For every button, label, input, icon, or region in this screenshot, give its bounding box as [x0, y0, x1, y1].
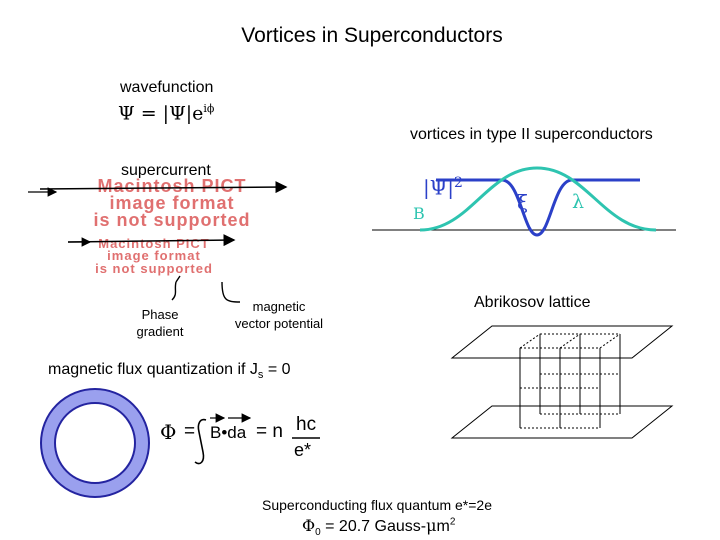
vector-potential-hook	[221, 281, 241, 303]
psi-squared-exponent: 2	[454, 175, 463, 191]
flux-equals-1: =	[184, 421, 196, 442]
flux-quantum-value: Φ0 = 20.7 Gauss-μm2	[302, 516, 455, 538]
flux-ring-hole	[54, 402, 136, 484]
phi0-value: = 20.7 Gauss-	[320, 518, 427, 535]
flux-quantization-tail: = 0	[263, 361, 291, 378]
vector-potential-label: magnetic vector potential	[224, 298, 334, 332]
page-title: Vortices in Superconductors	[241, 24, 503, 47]
flux-phi-symbol: Φ	[160, 420, 177, 444]
phi0-mu: μ	[426, 516, 437, 535]
b-field-label: B	[413, 204, 425, 223]
supercurrent-arrow	[39, 181, 288, 194]
phi0-unit: m	[436, 518, 450, 535]
flux-equals-n: = n	[256, 421, 283, 442]
flux-quantization-sub: s	[257, 369, 264, 382]
flux-quantization-text: magnetic flux quantization if J	[48, 361, 258, 378]
pict-1-line-2: image format	[109, 193, 235, 214]
pict-1-line-1: Macintosh PICT	[97, 176, 247, 196]
pict-placeholder-1: Macintosh PICT image format is not suppo…	[48, 176, 296, 231]
flux-quantum-label: Superconducting flux quantum e*=2e	[262, 497, 492, 513]
wavefunction-equation: Ψ = |Ψ|eiϕ	[118, 102, 214, 124]
vector-potential-line-1: magnetic	[252, 299, 306, 314]
integral-sign	[194, 418, 207, 465]
pict-2-line-2: image format	[107, 248, 201, 264]
phi0-exponent: 2	[449, 516, 456, 528]
wavefunction-eq-exponent: iϕ	[203, 102, 215, 115]
vector-arrow	[67, 234, 236, 247]
vortices-label: vortices in type II superconductors	[410, 126, 653, 143]
pict-1-line-3: is not supported	[93, 210, 251, 231]
phase-gradient-label: Phase gradient	[130, 306, 190, 340]
flux-quantization-label: magnetic flux quantization if Js = 0	[48, 361, 291, 381]
flux-denominator: e*	[294, 440, 312, 460]
phase-gradient-hook	[171, 275, 181, 301]
wavefunction-label: wavefunction	[120, 79, 214, 96]
flux-integrand: B•da	[210, 423, 247, 442]
lattice-top-plane	[450, 325, 674, 359]
phi0-symbol: Φ	[302, 516, 316, 535]
abrikosov-label: Abrikosov lattice	[474, 294, 591, 311]
b-field-curve	[419, 166, 657, 232]
phase-gradient-line-2: gradient	[136, 324, 184, 339]
wavefunction-eq-main: Ψ = |Ψ|e	[118, 102, 204, 125]
psi-squared-curve	[436, 178, 640, 237]
lattice-bottom-plane	[450, 405, 674, 439]
supercurrent-label: supercurrent	[121, 162, 211, 178]
flux-numerator: hc	[296, 414, 317, 435]
vector-potential-line-2: vector potential	[234, 316, 324, 331]
abrikosov-lattice	[450, 325, 674, 439]
pict-2-line-3: is not supported	[95, 260, 213, 276]
xi-label: ξ	[517, 190, 529, 214]
phase-gradient-line-1: Phase	[141, 307, 179, 322]
lambda-label: λ	[572, 191, 585, 213]
phi0-sub: 0	[315, 527, 321, 539]
